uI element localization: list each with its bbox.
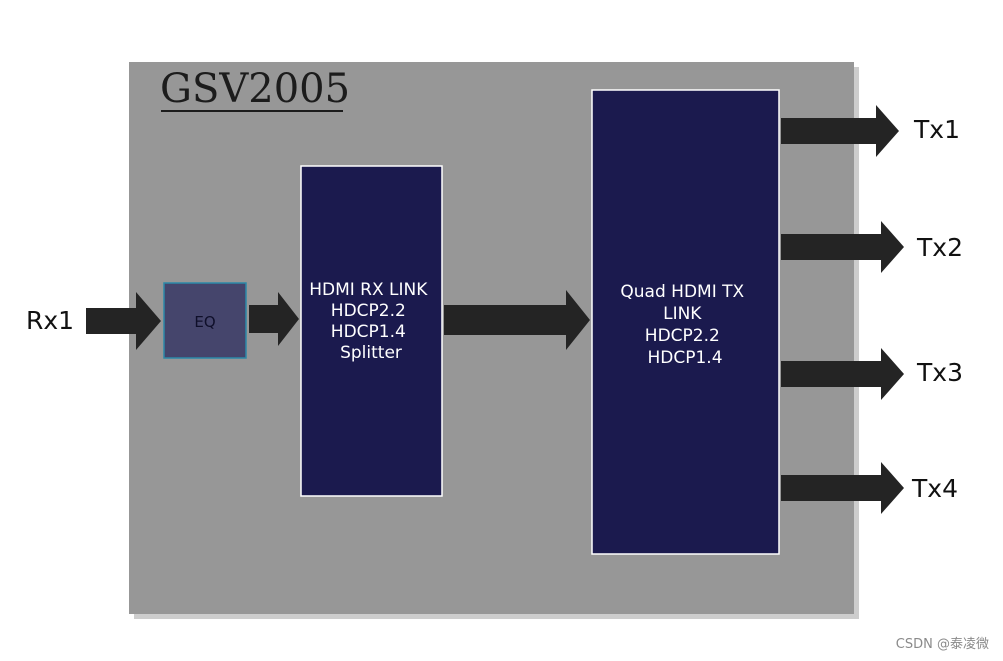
tx-line-4: HDCP1.4	[647, 348, 722, 368]
quad-tx-block-text: Quad HDMI TX LINK HDCP2.2 HDCP1.4	[620, 282, 749, 368]
arrow-eq-to-rx	[249, 292, 299, 346]
eq-block	[163, 282, 247, 359]
arrow-tx2	[781, 221, 904, 273]
output-label-tx4: Tx4	[911, 474, 958, 503]
tx-line-3: HDCP2.2	[645, 326, 720, 346]
input-label-rx1: Rx1	[26, 306, 74, 335]
arrow-tx1	[781, 105, 899, 157]
tx-line-2: LINK	[663, 304, 702, 324]
rx-line-2: HDCP2.2	[331, 301, 406, 321]
output-label-tx3: Tx3	[916, 358, 963, 387]
output-label-tx1: Tx1	[913, 115, 960, 144]
rx-line-4: Splitter	[340, 343, 402, 363]
arrow-rx-to-tx	[444, 290, 590, 350]
eq-block-label: EQ	[194, 313, 215, 331]
output-label-tx2: Tx2	[916, 233, 963, 262]
rx-line-3: HDCP1.4	[331, 322, 406, 342]
arrow-tx4	[781, 462, 904, 514]
arrow-rx1-to-eq	[86, 292, 161, 350]
watermark: CSDN @泰凌微	[895, 637, 989, 652]
arrow-tx3	[781, 348, 904, 400]
chip-title: GSV2005	[160, 66, 350, 112]
rx-link-block-text: HDMI RX LINK HDCP2.2 HDCP1.4 Splitter	[309, 280, 433, 363]
rx-link-block	[300, 165, 443, 497]
tx-line-1: Quad HDMI TX	[620, 282, 744, 302]
rx-line-1: HDMI RX LINK	[309, 280, 428, 300]
quad-tx-block	[591, 89, 780, 555]
